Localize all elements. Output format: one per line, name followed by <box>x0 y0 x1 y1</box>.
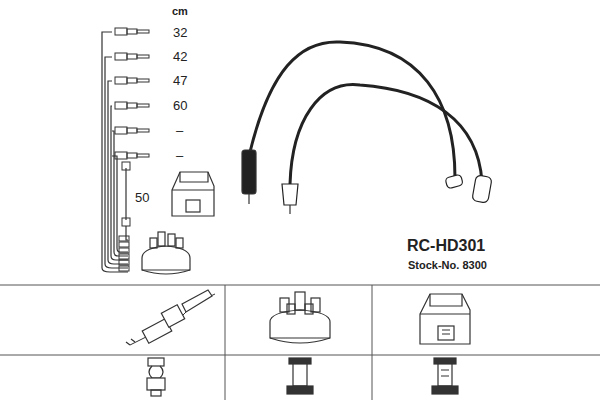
length-value: 32 <box>173 26 187 39</box>
length-value: 50 <box>135 191 149 204</box>
length-value: – <box>176 124 183 137</box>
length-value: 47 <box>173 74 187 87</box>
length-value: – <box>176 149 183 162</box>
stock-number: Stock-No. 8300 <box>408 260 487 271</box>
length-value: 60 <box>173 99 187 112</box>
part-number: RC-HD301 <box>407 238 485 254</box>
length-value: 42 <box>173 50 187 63</box>
unit-label: cm <box>172 6 188 17</box>
